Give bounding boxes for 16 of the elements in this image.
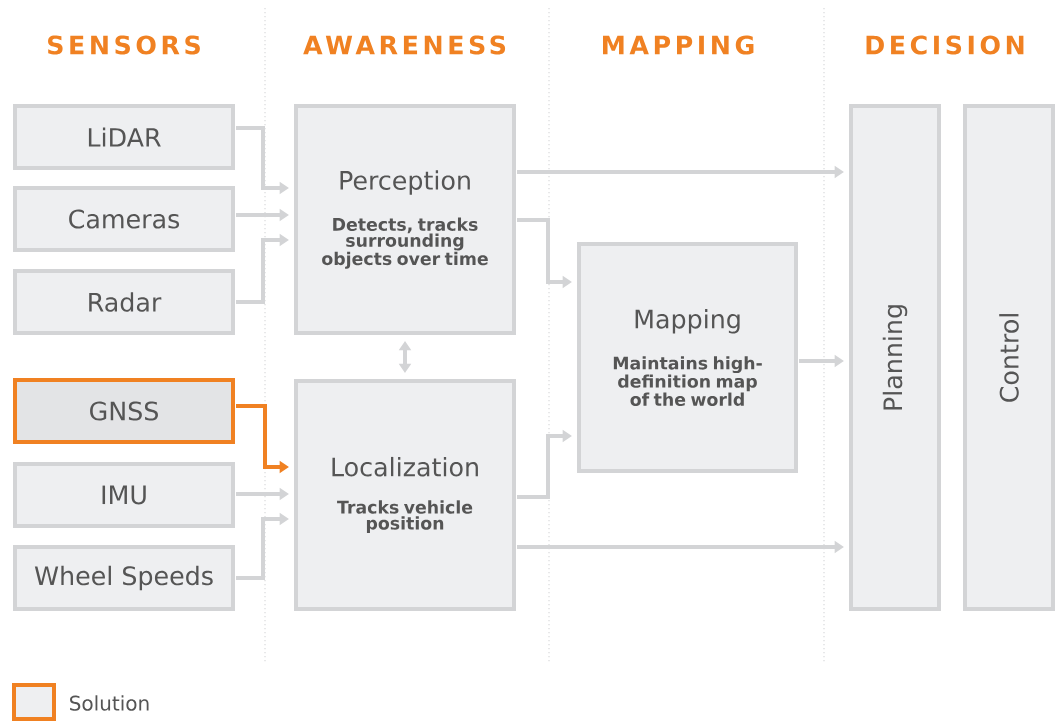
stage-column: Planning xyxy=(849,104,941,611)
process-box: Localization Tracks vehicle position xyxy=(294,379,516,611)
sensor-box: GNSS xyxy=(13,378,235,444)
sensor-box: LiDAR xyxy=(13,104,235,170)
sensor-box: Cameras xyxy=(13,186,235,252)
process-box: Mapping Maintains high-definition map of the world xyxy=(577,242,798,473)
column-heading: SENSORS xyxy=(48,35,200,55)
column-heading: MAPPING xyxy=(603,35,754,55)
sensor-box: Radar xyxy=(13,269,235,335)
stage-column: Control xyxy=(963,104,1055,611)
sensor-box: Wheel Speeds xyxy=(13,545,235,611)
process-box: Perception Detects, tracks surrounding objects over time xyxy=(294,104,516,335)
legend-label: Solution xyxy=(70,695,149,711)
sensor-box: IMU xyxy=(13,462,235,528)
column-heading: DECISION xyxy=(866,35,1024,55)
column-heading: AWARENESS xyxy=(303,35,506,55)
